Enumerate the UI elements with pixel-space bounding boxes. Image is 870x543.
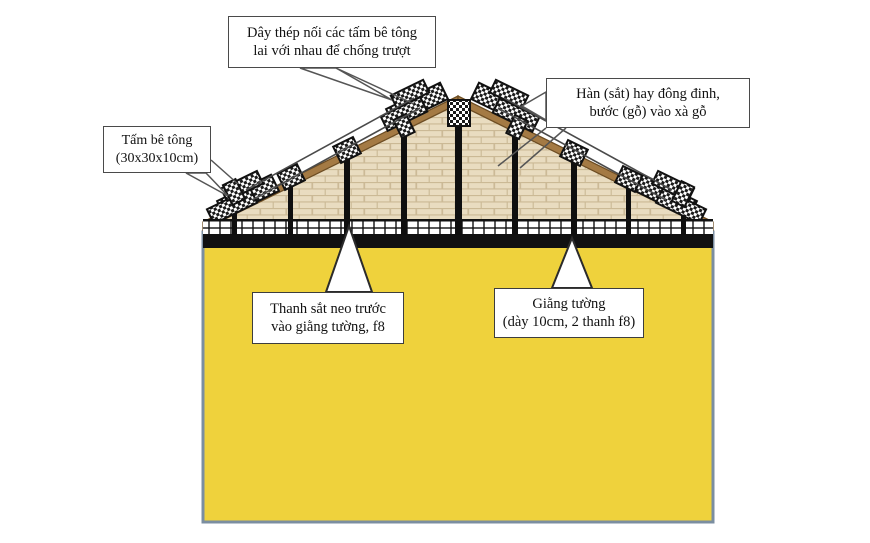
anchor-bar <box>512 221 518 235</box>
post-r3 <box>626 172 631 222</box>
post-r1 <box>512 118 518 222</box>
tie-wire-left <box>245 97 415 191</box>
anchor-bar <box>626 221 631 235</box>
ring-beam-concrete <box>203 234 713 248</box>
post-r2 <box>571 146 577 222</box>
tie-wire-callout: Dây thép nối các tấm bê tông lai với nha… <box>228 16 436 68</box>
leader-wire <box>299 67 415 105</box>
house-wall <box>201 230 715 524</box>
ring-beam-top-line <box>203 219 713 222</box>
weld-nail-callout: Hàn (sắt) hay đông đinh, bước (gỗ) vào x… <box>546 78 750 128</box>
anchor-bars-group <box>232 221 686 235</box>
post-ridge <box>455 100 462 222</box>
concrete-slab <box>488 78 530 110</box>
anchor-bar <box>401 221 407 235</box>
anchor-bar <box>344 221 350 235</box>
anchor-bar <box>681 221 686 235</box>
leader-slab <box>185 159 239 197</box>
concrete-slab-stub <box>670 179 696 209</box>
leader-weld-line-2 <box>519 127 567 169</box>
anchor-bar-callout: Thanh sắt neo trước vào giằng tường, f8 <box>252 292 404 344</box>
leader-weld-line <box>497 127 547 167</box>
post-l3 <box>344 143 350 222</box>
leader-wire-line <box>335 67 415 105</box>
concrete-slab-callout: Tấm bê tông (30x30x10cm) <box>103 126 211 173</box>
tie-wire-right-2 <box>497 107 667 201</box>
concrete-slab <box>275 162 307 192</box>
concrete-slab <box>389 78 431 110</box>
anchor-bar <box>288 221 293 235</box>
slab-cluster-left-eave <box>205 169 281 226</box>
leader-wire-tail <box>299 67 393 101</box>
anchor-bar <box>455 221 462 235</box>
anchor-bar <box>232 221 237 235</box>
anchor-bar <box>571 221 577 235</box>
ring-beam-callout: Giằng tường (dày 10cm, 2 thanh f8) <box>494 288 644 338</box>
tie-wires-group <box>245 97 673 201</box>
tie-wire-left-2 <box>251 107 421 201</box>
post-l2 <box>288 170 293 222</box>
leader-weld <box>497 90 567 169</box>
tie-wire-right <box>503 97 673 191</box>
leader-slab-line <box>210 159 239 185</box>
post-l4 <box>401 118 407 222</box>
wall-body <box>201 230 715 524</box>
concrete-slab <box>447 99 471 127</box>
slab-cluster-right-eave <box>633 169 708 226</box>
slab-ridge <box>447 99 471 127</box>
leader-slab-tail <box>185 172 229 197</box>
